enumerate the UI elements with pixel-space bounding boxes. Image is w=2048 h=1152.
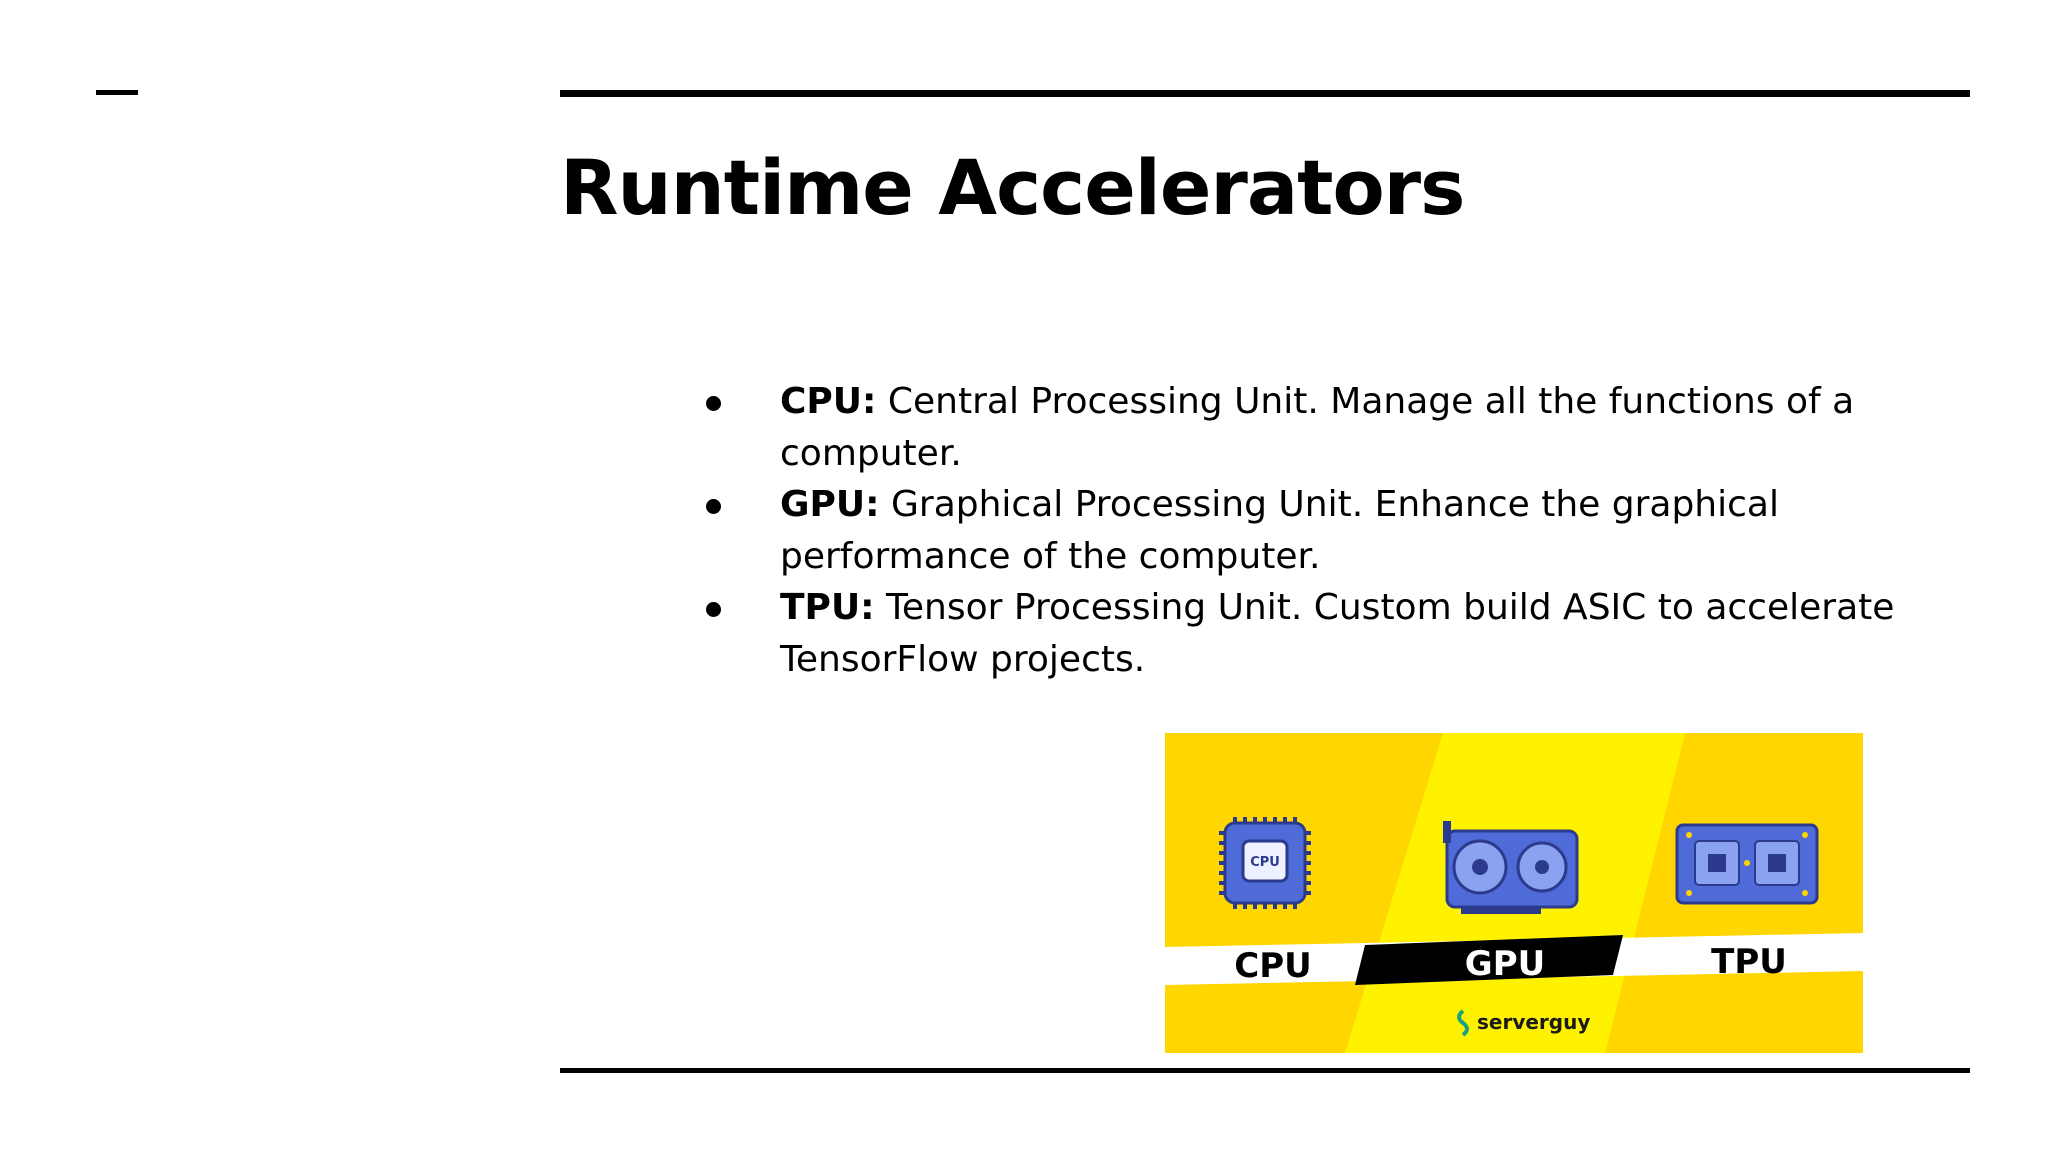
serverguy-logo: serverguy bbox=[1457, 1009, 1590, 1037]
bullet-tpu: TPU: Tensor Processing Unit. Custom buil… bbox=[700, 582, 2000, 685]
bullet-term: TPU: bbox=[780, 587, 875, 628]
serverguy-logo-icon bbox=[1457, 1009, 1469, 1037]
accelerator-illustration: CPU CPU bbox=[1165, 733, 1863, 1053]
slide-title: Runtime Accelerators bbox=[560, 143, 1465, 232]
bullet-text: Graphical Processing Unit. Enhance the g… bbox=[780, 484, 1779, 577]
gpu-label-band bbox=[1355, 935, 1623, 985]
bottom-rule bbox=[560, 1068, 1970, 1073]
bullet-cpu: CPU: Central Processing Unit. Manage all… bbox=[700, 376, 2000, 479]
bullet-dot bbox=[706, 396, 721, 411]
cpu-chip-text: CPU bbox=[1250, 855, 1280, 870]
serverguy-logo-text: serverguy bbox=[1477, 1010, 1590, 1034]
bullet-gpu: GPU: Graphical Processing Unit. Enhance … bbox=[700, 479, 2000, 582]
bullet-list: CPU: Central Processing Unit. Manage all… bbox=[700, 376, 2000, 685]
cpu-label: CPU bbox=[1234, 946, 1311, 986]
tpu-label: TPU bbox=[1711, 942, 1787, 982]
corner-dash bbox=[96, 90, 138, 95]
bullet-dot bbox=[706, 499, 721, 514]
gpu-card-icon bbox=[1443, 821, 1579, 914]
illustration-svg: CPU CPU bbox=[1165, 733, 1863, 1053]
bullet-term: GPU: bbox=[780, 484, 880, 525]
gpu-label: GPU bbox=[1465, 944, 1545, 984]
bullet-text: Tensor Processing Unit. Custom build ASI… bbox=[780, 587, 1895, 680]
cpu-chip-icon: CPU bbox=[1219, 817, 1311, 909]
top-rule bbox=[560, 90, 1970, 97]
tpu-board-icon bbox=[1675, 823, 1819, 905]
bullet-term: CPU: bbox=[780, 381, 877, 422]
bullet-dot bbox=[706, 602, 721, 617]
bullet-text: Central Processing Unit. Manage all the … bbox=[780, 381, 1855, 474]
